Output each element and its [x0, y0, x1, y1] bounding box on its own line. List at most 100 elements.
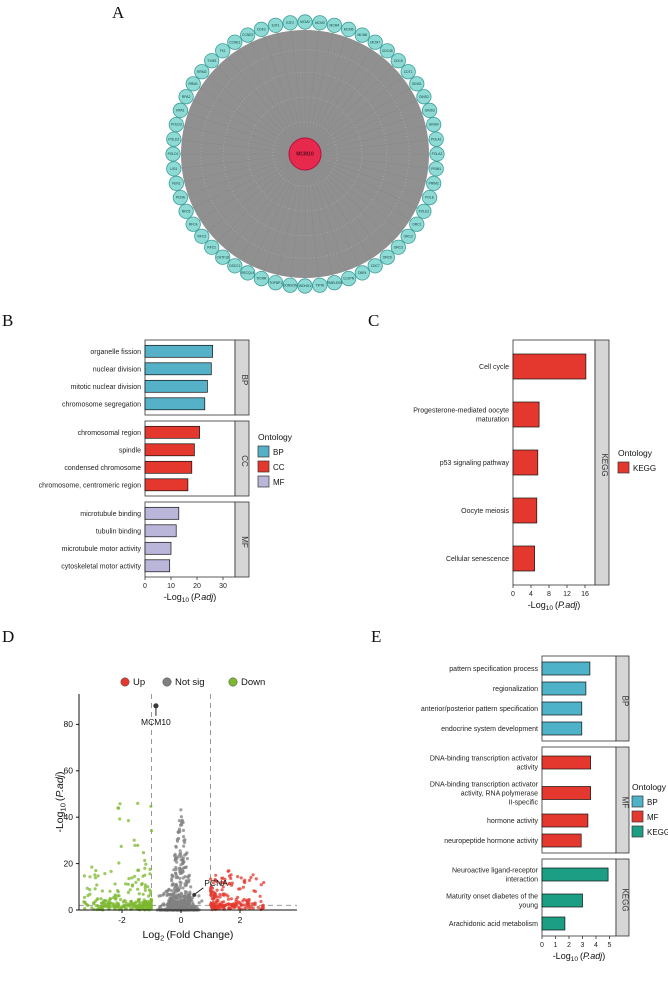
panel-d-letter: D	[2, 627, 15, 646]
gene-node	[194, 228, 210, 244]
x-tick-label: 1	[554, 942, 558, 949]
category-label: nuclear division	[93, 366, 141, 373]
gene-node-label: RFC5	[182, 209, 191, 213]
gene-node	[400, 64, 416, 80]
facet-strip	[234, 501, 250, 578]
gene-node	[215, 249, 231, 265]
gene-node-label: ORC2	[404, 234, 413, 238]
gene-node	[390, 53, 406, 69]
gene-node	[367, 258, 383, 274]
category-label: microtubule motor activity	[62, 546, 142, 553]
bar	[541, 893, 583, 908]
legend-swatch	[257, 445, 270, 458]
x-tick-label: 16	[581, 591, 589, 598]
bar	[541, 755, 591, 770]
legend-title: Ontology	[258, 432, 293, 442]
gene-node-label: TK1	[220, 49, 226, 53]
gene-node-label: CCNE2	[242, 33, 253, 37]
gene-node	[282, 277, 298, 293]
gene-node-label: PRIM1	[431, 167, 441, 171]
gene-node	[354, 265, 370, 281]
y-tick-label: 20	[64, 858, 74, 868]
x-tick-label: 30	[219, 583, 227, 590]
category-label: Cell cycle	[479, 364, 509, 371]
category-label: activity, RNA polymerase	[461, 791, 538, 798]
gene-node	[215, 43, 231, 59]
gene-node-label: CDC6	[394, 59, 403, 63]
gene-node	[379, 249, 395, 265]
legend-label: Up	[133, 677, 145, 688]
bar	[144, 443, 195, 457]
bar	[144, 397, 206, 411]
x-tick-label: 5	[608, 942, 612, 949]
gene-node	[194, 64, 210, 80]
network-edges	[173, 22, 437, 286]
gene-node-label: POLD2	[168, 137, 179, 141]
category-label: anterior/posterior pattern specification	[421, 706, 538, 713]
gene-node	[172, 102, 189, 119]
gene-node	[416, 89, 432, 105]
facet-strip-label: MF	[240, 536, 249, 548]
gene-node-label: POLD1	[168, 152, 179, 156]
gene-node	[400, 228, 416, 244]
gene-node-label: E2F1	[272, 23, 280, 27]
gene-node-label: ORC6	[383, 255, 392, 259]
axis-label: -Log10(P.adj)	[553, 951, 606, 963]
gene-annotation: MCM10	[141, 717, 171, 727]
gene-node-label: LIG1	[170, 167, 177, 171]
category-label: Arachidonic acid metabolism	[449, 921, 538, 928]
legend-swatch	[631, 795, 644, 808]
gene-node	[421, 102, 438, 119]
legend-label: MF	[647, 813, 659, 822]
legend-swatch	[617, 461, 630, 474]
gene-node-label: POLA1	[431, 137, 442, 141]
gene-node	[204, 53, 220, 69]
gene-node-label: MCM7	[370, 40, 380, 44]
legend-label: KEGG	[633, 464, 656, 473]
gene-node	[168, 117, 184, 133]
axis-label: Log2(Fold Change)	[143, 929, 234, 942]
bar	[541, 701, 583, 716]
category-label: Neuroactive ligand-receptor	[452, 868, 539, 875]
facet-strip-label: MF	[621, 797, 630, 809]
category-label: Progesterone-mediated oocyte	[413, 408, 509, 415]
disk-ring	[247, 96, 363, 212]
category-label: chromosome, centromeric region	[39, 482, 141, 489]
bar	[144, 379, 208, 393]
bar	[541, 681, 587, 696]
gene-node-label: GINS4	[429, 123, 439, 127]
gene-node-label: MCM3	[315, 21, 325, 25]
panel-c-letter: C	[368, 311, 380, 330]
category-label: Maturity onset diabetes of the	[446, 894, 538, 901]
gene-node-label: PCNA	[176, 196, 186, 200]
facet-strip-label: KEGG	[621, 888, 630, 911]
gene-node-label: TYMS	[207, 59, 217, 63]
category-label: young	[519, 903, 538, 910]
legend-dot	[162, 677, 172, 687]
facet-strip-label: KEGG	[600, 453, 609, 476]
panel-a-letter: A	[112, 3, 125, 22]
gene-node	[240, 265, 256, 281]
gene-node	[166, 161, 182, 177]
bar	[144, 344, 213, 358]
gene-node	[185, 76, 201, 92]
gene-node-label: RFC3	[197, 234, 206, 238]
gene-node-label: GINS2	[419, 95, 429, 99]
axis-label: -Log10(P.adj)	[528, 600, 581, 612]
gene-node-label: ORC1	[412, 222, 421, 226]
gene-node	[421, 190, 438, 206]
bar	[144, 541, 172, 555]
legend-swatch	[631, 810, 644, 823]
gene-node	[282, 15, 298, 31]
x-tick-label: 4	[529, 591, 533, 598]
x-tick-label: 12	[563, 591, 571, 598]
gene-node-label: RFC2	[207, 245, 216, 249]
category-label: condensed chromosome	[64, 465, 141, 472]
gene-node-label: TOPBP1	[269, 281, 282, 285]
axis-label: -Log10(P.adj)	[55, 771, 67, 832]
gene-node-label: CDK2	[257, 28, 266, 32]
bar	[541, 661, 591, 676]
gene-node	[326, 275, 342, 291]
gene-node	[178, 203, 194, 219]
